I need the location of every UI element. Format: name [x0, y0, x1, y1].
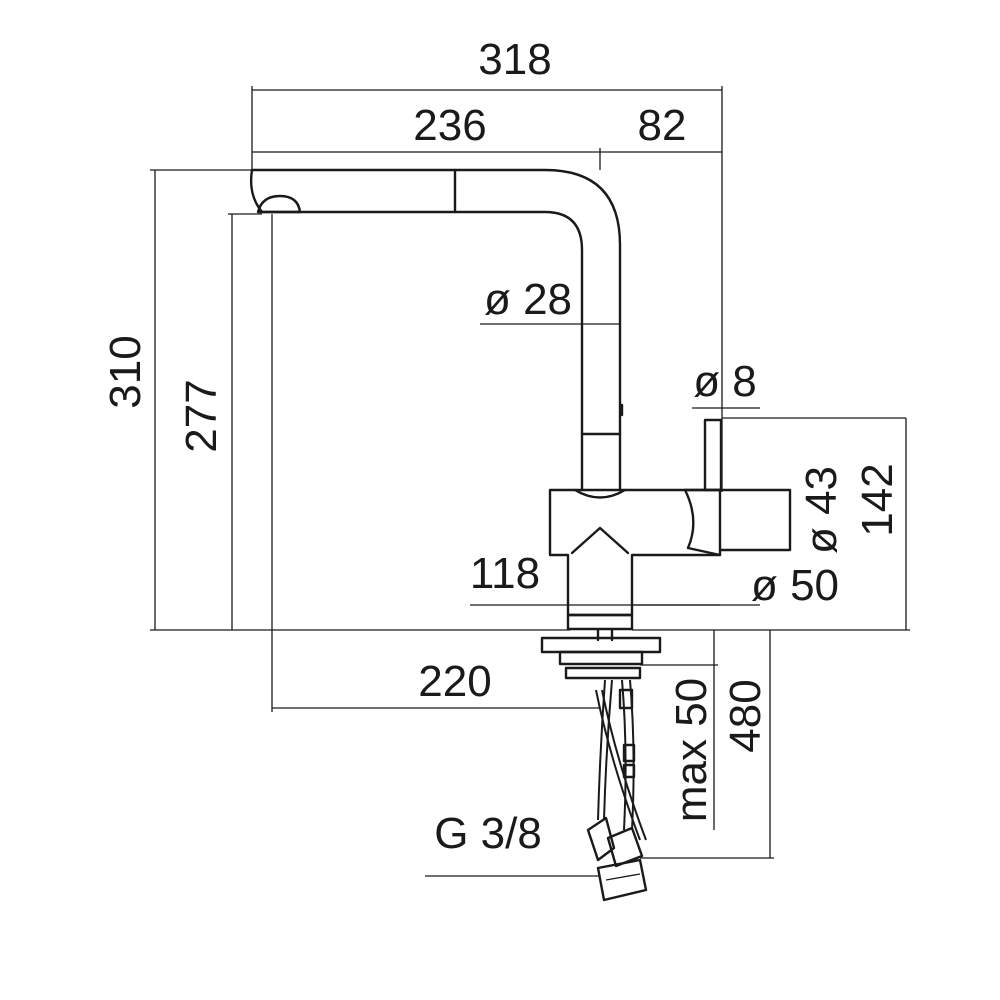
fitting-left — [586, 816, 616, 862]
aerator — [256, 194, 302, 214]
hose-crimp-3 — [622, 763, 636, 779]
body-inner-curve — [573, 488, 627, 499]
lever — [703, 418, 723, 492]
fitting-nut — [596, 858, 648, 902]
dimension-lines — [150, 86, 910, 877]
hose-crimp-2 — [622, 743, 636, 763]
label-hose-length: 480 — [721, 679, 770, 752]
hose-right-a — [621, 679, 627, 831]
label-spout-diameter: ø 28 — [484, 275, 572, 324]
mixer-body — [548, 488, 722, 617]
fitting-line — [605, 873, 641, 881]
hose-left-b — [603, 679, 613, 821]
mounting-washer — [558, 650, 644, 666]
label-total-width: 318 — [478, 35, 551, 84]
label-body-width: 118 — [470, 549, 540, 598]
cartridge-housing — [683, 488, 792, 552]
spout-outer-contour — [250, 168, 622, 492]
base-collar — [566, 613, 634, 631]
label-hole-to-outlet: 220 — [418, 657, 491, 706]
cartridge-bevel — [683, 488, 722, 557]
label-outlet-height: 277 — [177, 379, 226, 452]
label-lever-height: 142 — [853, 463, 902, 536]
supply-hoses — [586, 679, 648, 902]
hose-center-a — [595, 689, 641, 841]
body-inner-v — [570, 526, 630, 555]
label-lever-diameter: ø 8 — [693, 357, 757, 406]
dimension-labels: 318 236 82 310 277 ø 28 ø 8 ø 43 142 118… — [101, 35, 902, 858]
spout-inner-contour — [298, 210, 584, 492]
hose-crimp-1 — [618, 688, 634, 710]
label-base-diameter: ø 50 — [751, 561, 839, 610]
mounting-nut — [564, 666, 642, 680]
label-body-diameter: ø 43 — [797, 466, 846, 554]
fitting-right — [606, 826, 644, 868]
label-connection-thread: G 3/8 — [434, 809, 542, 858]
label-spout-reach: 236 — [413, 101, 486, 150]
spout-nose — [249, 168, 302, 214]
mounting-plate — [540, 636, 662, 654]
label-max-deck-thickness: max 50 — [667, 678, 716, 822]
faucet-outline — [249, 168, 792, 680]
label-total-height: 310 — [101, 335, 150, 408]
label-body-offset: 82 — [638, 101, 687, 150]
hose-center-b — [601, 689, 647, 841]
